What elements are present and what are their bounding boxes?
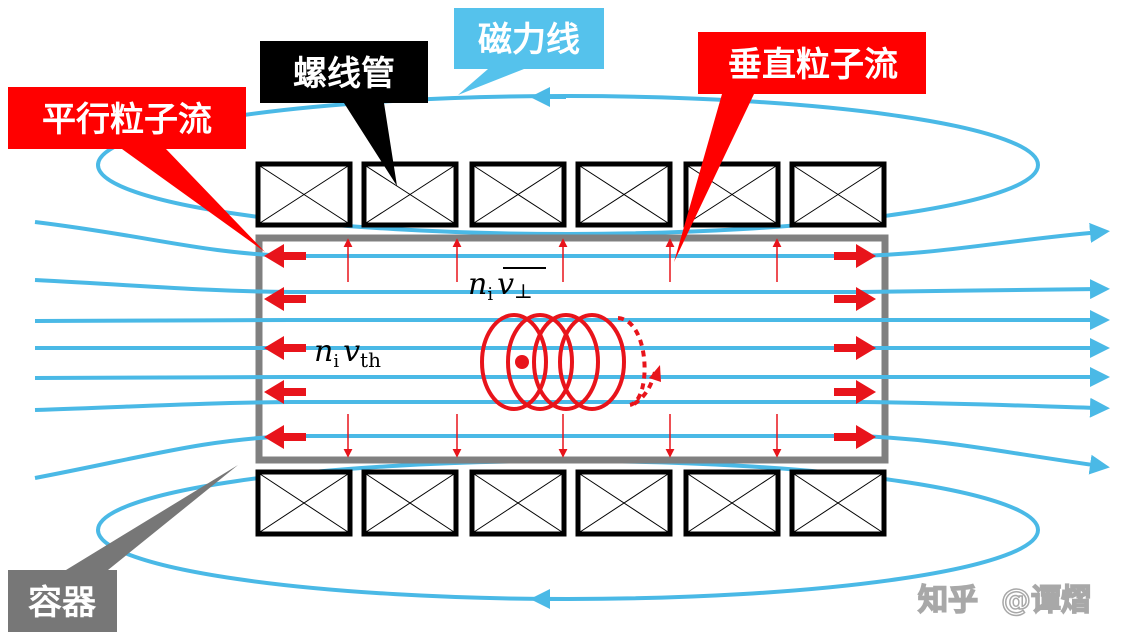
math-v-2: v [343, 334, 360, 369]
particle-dot [515, 355, 529, 369]
coil-bottom-5 [683, 469, 781, 537]
flow-arrow-left-4 [264, 380, 306, 404]
coil-top-6 [789, 161, 887, 228]
solenoid-coils-top [255, 161, 887, 228]
field-line-3 [34, 310, 1110, 330]
coil-top-1 [255, 161, 353, 228]
flow-arrow-right-4 [834, 380, 876, 404]
solenoid-label: 螺线管 [293, 54, 395, 94]
svg-text:niv⊥: niv⊥ [468, 267, 533, 305]
field-loop-top [96, 94, 1040, 236]
math-sub-th: th [360, 348, 381, 372]
perpendicular-flow [343, 238, 782, 458]
flow-arrow-left-1 [264, 244, 306, 268]
parallel-flow-label: 平行粒子流 [42, 100, 212, 140]
helix-turn-4 [558, 313, 626, 411]
callout-container: 容器 [8, 465, 238, 632]
coil-top-3 [469, 161, 567, 228]
helix-tail-head [649, 365, 661, 382]
callout-parallel-flow: 平行粒子流 [8, 87, 265, 252]
coil-bottom-4 [575, 469, 673, 537]
flow-arrow-right-2 [834, 287, 876, 311]
watermark: 知乎 @谭熠 [917, 582, 1092, 619]
coil-top-5 [683, 161, 781, 228]
math-v: v [497, 267, 514, 302]
coil-bottom-3 [469, 469, 567, 537]
flow-arrow-left-3 [264, 336, 306, 360]
gyration-helix [480, 313, 661, 411]
coil-bottom-2 [361, 469, 459, 537]
helix-turn-2 [506, 313, 574, 411]
field-lines [34, 220, 1110, 480]
field-lines-label: 磁力线 [478, 20, 580, 60]
math-sub-i: i [487, 284, 493, 305]
perp-flow-label: 垂直粒子流 [728, 45, 898, 85]
helix-turn-3 [532, 313, 600, 411]
math-sub-i-2: i [333, 351, 339, 372]
container-label: 容器 [28, 583, 97, 623]
watermark-brand: 知乎 [918, 583, 978, 618]
math-n: n [468, 267, 487, 302]
watermark-handle: @谭熠 [1001, 583, 1091, 618]
flow-arrow-right-1 [834, 244, 876, 268]
field-line-2 [34, 278, 1110, 300]
coil-top-4 [575, 161, 673, 228]
math-n-2: n [314, 334, 333, 369]
coil-top-2 [361, 161, 459, 228]
flow-arrow-right-5 [834, 425, 876, 449]
flow-arrow-left-5 [264, 425, 306, 449]
coil-bottom-1 [255, 469, 353, 537]
parallel-flow-left [264, 244, 306, 449]
solenoid-coils-bottom [255, 469, 887, 537]
flow-arrow-left-2 [264, 287, 306, 311]
field-loop-bottom [96, 459, 1040, 601]
callout-field-lines: 磁力线 [454, 8, 604, 95]
math-sub-perp: ⊥ [514, 279, 533, 303]
callout-perp-flow: 垂直粒子流 [674, 32, 926, 262]
flow-arrow-right-3 [834, 336, 876, 360]
coil-bottom-6 [789, 469, 887, 537]
helix-turn-1 [480, 313, 548, 411]
callout-solenoid: 螺线管 [260, 41, 428, 186]
parallel-flow-right [834, 244, 876, 449]
field-line-5 [34, 367, 1110, 387]
